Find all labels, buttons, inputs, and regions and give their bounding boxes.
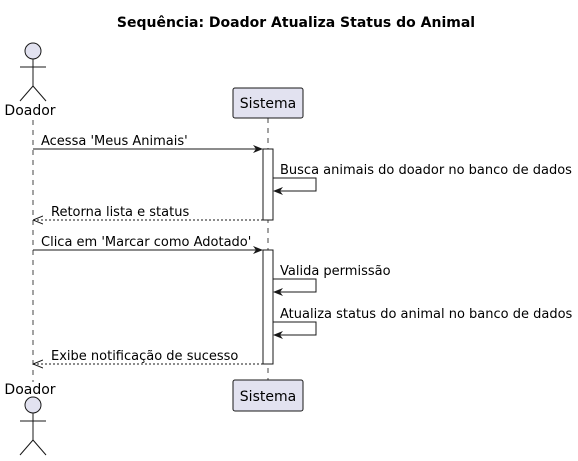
self-message-arrow xyxy=(273,321,317,339)
participant-sistema-bottom: Sistema xyxy=(232,379,304,412)
participant-label: Doador xyxy=(4,382,55,398)
diagram-title: Sequência: Doador Atualiza Status do Ani… xyxy=(117,15,475,31)
message-label: Atualiza status do animal no banco de da… xyxy=(280,307,573,322)
participant-sistema-top: Sistema xyxy=(232,87,304,119)
stick-figure-icon xyxy=(19,42,47,102)
message-label: Exibe notificação de sucesso xyxy=(51,349,238,364)
self-message-arrow xyxy=(273,278,317,296)
participant-label: Doador xyxy=(4,103,55,119)
message-2: Busca animais do doador no banco de dado… xyxy=(273,163,572,195)
self-message-arrow xyxy=(273,177,317,195)
message-label: Busca animais do doador no banco de dado… xyxy=(280,163,572,178)
message-5: Valida permissão xyxy=(273,264,391,296)
message-3: Retorna lista e status xyxy=(34,205,263,220)
message-4: Clica em 'Marcar como Adotado' xyxy=(33,235,263,254)
activation-bar xyxy=(262,249,274,365)
participant-label: Sistema xyxy=(240,389,296,405)
message-label: Clica em 'Marcar como Adotado' xyxy=(41,235,251,250)
actor-doador-bottom: Doador xyxy=(4,382,56,456)
message-7: Exibe notificação de sucesso xyxy=(34,349,263,364)
message-6: Atualiza status do animal no banco de da… xyxy=(273,307,573,339)
participant-label: Sistema xyxy=(240,96,296,112)
message-label: Retorna lista e status xyxy=(51,205,189,220)
activation-bar xyxy=(262,148,274,221)
stick-figure-icon xyxy=(19,396,47,456)
message-label: Valida permissão xyxy=(280,264,391,279)
message-label: Acessa 'Meus Animais' xyxy=(41,134,188,149)
actor-doador-top: Doador xyxy=(4,42,56,119)
message-1: Acessa 'Meus Animais' xyxy=(33,134,263,153)
